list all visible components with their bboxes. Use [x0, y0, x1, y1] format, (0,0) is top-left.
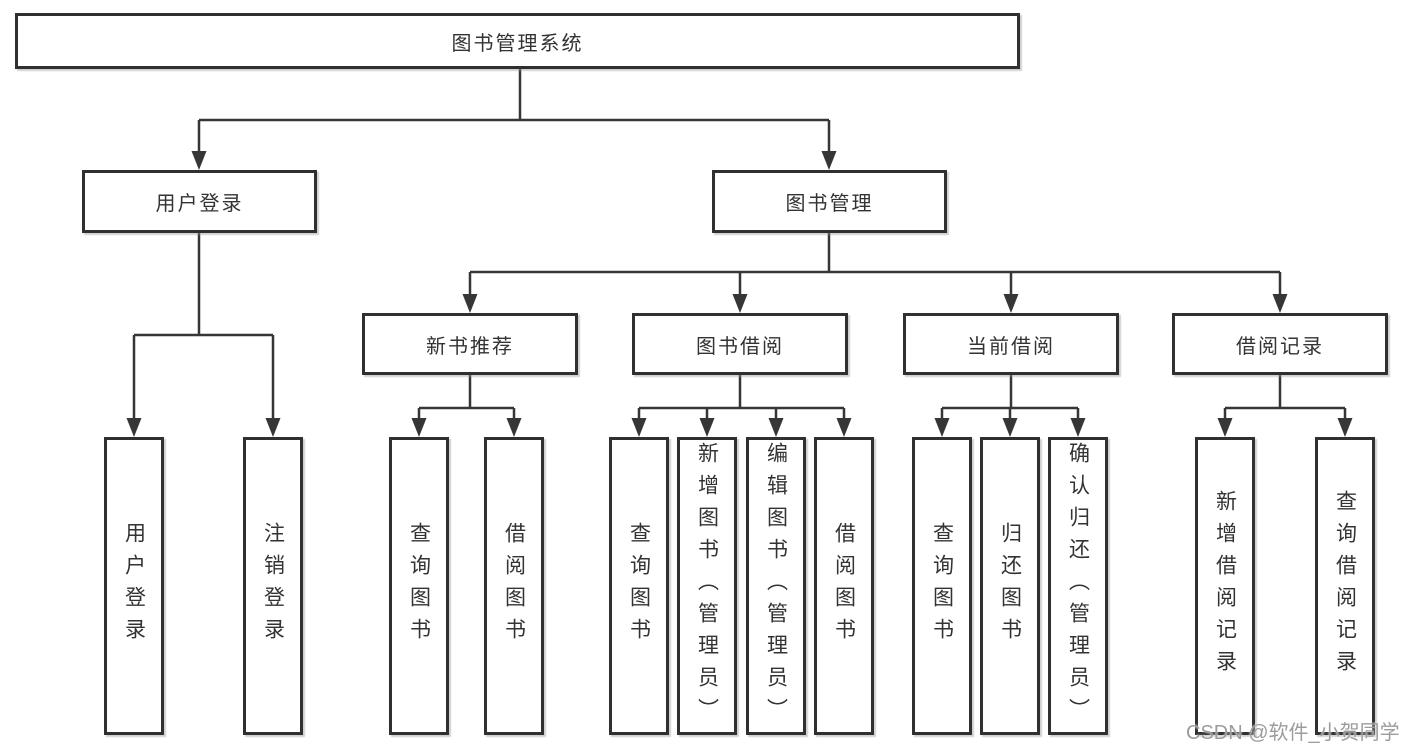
leaf-query-books-recommend: 查询图书 [389, 437, 449, 735]
leaf-confirm-return-admin: 确认归还（管理员） [1048, 437, 1108, 735]
leaf-add-borrow-record: 新增借阅记录 [1195, 437, 1255, 735]
watermark-text: CSDN @软件_小贺同学 [1186, 722, 1400, 744]
leaf-query-books-borrowing: 查询图书 [609, 437, 669, 735]
node-book-management: 图书管理 [712, 170, 947, 233]
leaf-return-books: 归还图书 [980, 437, 1040, 735]
node-library-system: 图书管理系统 [15, 13, 1020, 69]
leaf-query-books-current: 查询图书 [912, 437, 972, 735]
leaf-user-login: 用户登录 [104, 437, 164, 735]
leaf-logout-login: 注销登录 [243, 437, 303, 735]
leaf-edit-books-admin: 编辑图书（管理员） [746, 437, 806, 735]
leaf-add-books-admin: 新增图书（管理员） [677, 437, 737, 735]
node-borrowing-records: 借阅记录 [1172, 313, 1388, 375]
arrowheads [126, 151, 1353, 437]
node-current-borrowing: 当前借阅 [903, 313, 1119, 375]
leaf-borrow-books-borrowing: 借阅图书 [814, 437, 874, 735]
leaf-query-borrow-record: 查询借阅记录 [1315, 437, 1375, 735]
leaf-borrow-books-recommend: 借阅图书 [484, 437, 544, 735]
node-new-book-recommendation: 新书推荐 [362, 313, 578, 375]
node-user-login: 用户登录 [82, 170, 317, 233]
node-book-borrowing: 图书借阅 [632, 313, 848, 375]
